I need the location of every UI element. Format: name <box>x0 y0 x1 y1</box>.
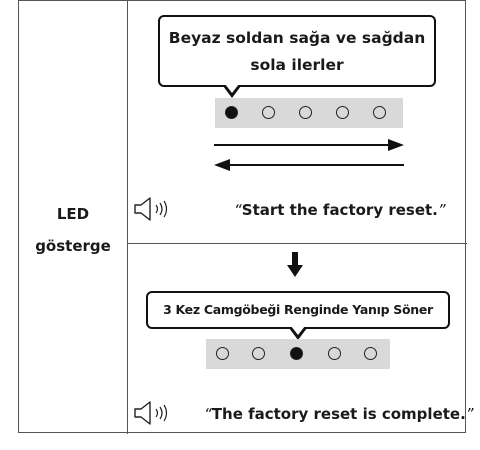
led-dot-3 <box>299 106 312 119</box>
direction-arrows <box>214 139 404 171</box>
arrow-left-icon <box>214 159 404 171</box>
speaker-icon <box>134 197 168 221</box>
callout-pointer-fill <box>225 84 239 93</box>
arrow-right-icon <box>214 139 404 151</box>
led-dot-2 <box>252 347 265 360</box>
led-dot-4 <box>328 347 341 360</box>
callout-cyan-blink: 3 Kez Camgöbeği Renginde Yanıp Söner <box>146 291 450 329</box>
led-label-line2: gösterge <box>35 237 111 255</box>
led-dot-4 <box>336 106 349 119</box>
voice-message-complete-text: The factory reset is complete. <box>211 405 466 423</box>
callout-line-2: sola ilerler <box>250 56 344 74</box>
voice-message-complete: “The factory reset is complete.” <box>204 405 474 423</box>
led-dot-1 <box>216 347 229 360</box>
led-bar-blink <box>206 339 390 369</box>
led-dot-3 <box>290 347 303 360</box>
led-dot-5 <box>373 106 386 119</box>
led-bar-sweep <box>215 98 403 128</box>
arrow-down-icon <box>287 252 303 277</box>
led-dot-5 <box>364 347 377 360</box>
led-indicator-label: LED gösterge <box>19 198 127 262</box>
column-divider <box>127 1 128 434</box>
speaker-icon <box>134 401 168 425</box>
led-dot-2 <box>262 106 275 119</box>
callout-text: 3 Kez Camgöbeği Renginde Yanıp Söner <box>163 302 433 317</box>
led-dot-1 <box>225 106 238 119</box>
voice-message-start-text: Start the factory reset. <box>241 201 438 219</box>
callout-white-sweep: Beyaz soldan sağa ve sağdan sola ilerler <box>158 15 436 87</box>
voice-message-start: “Start the factory reset.” <box>234 201 446 219</box>
led-label-line1: LED <box>56 205 90 223</box>
callout-pointer-fill <box>291 326 305 335</box>
row-divider <box>127 243 467 244</box>
callout-line-1: Beyaz soldan sağa ve sağdan <box>168 29 426 47</box>
instruction-table: LED gösterge <box>18 0 467 434</box>
